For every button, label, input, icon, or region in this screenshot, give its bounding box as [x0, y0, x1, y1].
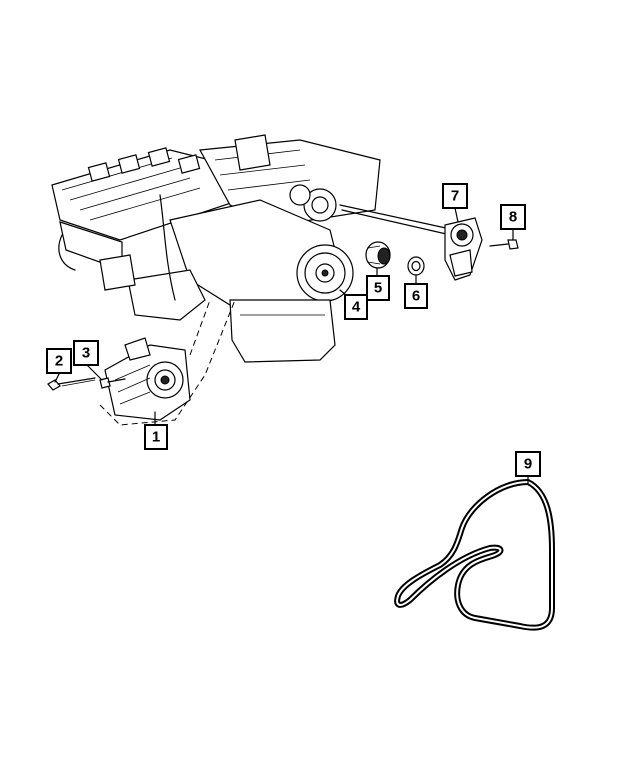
svg-text:8: 8: [509, 209, 517, 226]
belt-tensioner: [444, 217, 483, 281]
idler-pulley: [365, 241, 391, 269]
callout-9: 9: [515, 451, 541, 477]
bolt-3: [99, 377, 126, 389]
svg-text:4: 4: [352, 299, 361, 316]
svg-text:2: 2: [55, 353, 63, 370]
callout-6: 6: [404, 283, 428, 309]
leader-line: [86, 364, 103, 381]
serpentine-belt: [394, 479, 555, 631]
callout-7: 7: [442, 183, 468, 209]
bolt-8: [489, 239, 519, 250]
callout-5: 5: [366, 275, 390, 301]
callout-8: 8: [500, 204, 526, 230]
alternator: [104, 337, 191, 421]
svg-text:1: 1: [152, 429, 160, 446]
svg-text:6: 6: [412, 288, 420, 305]
engine-block: [51, 134, 456, 363]
svg-text:7: 7: [451, 188, 459, 205]
callout-1: 1: [144, 424, 168, 450]
callout-3: 3: [73, 340, 99, 366]
leader-line: [99, 299, 236, 426]
bolt-2: [47, 377, 96, 391]
svg-text:5: 5: [374, 280, 382, 297]
washer: [407, 256, 425, 276]
callout-2: 2: [46, 348, 72, 374]
svg-text:3: 3: [82, 345, 90, 362]
callout-4: 4: [344, 294, 368, 320]
svg-text:9: 9: [524, 456, 532, 473]
leader-line: [454, 207, 459, 223]
